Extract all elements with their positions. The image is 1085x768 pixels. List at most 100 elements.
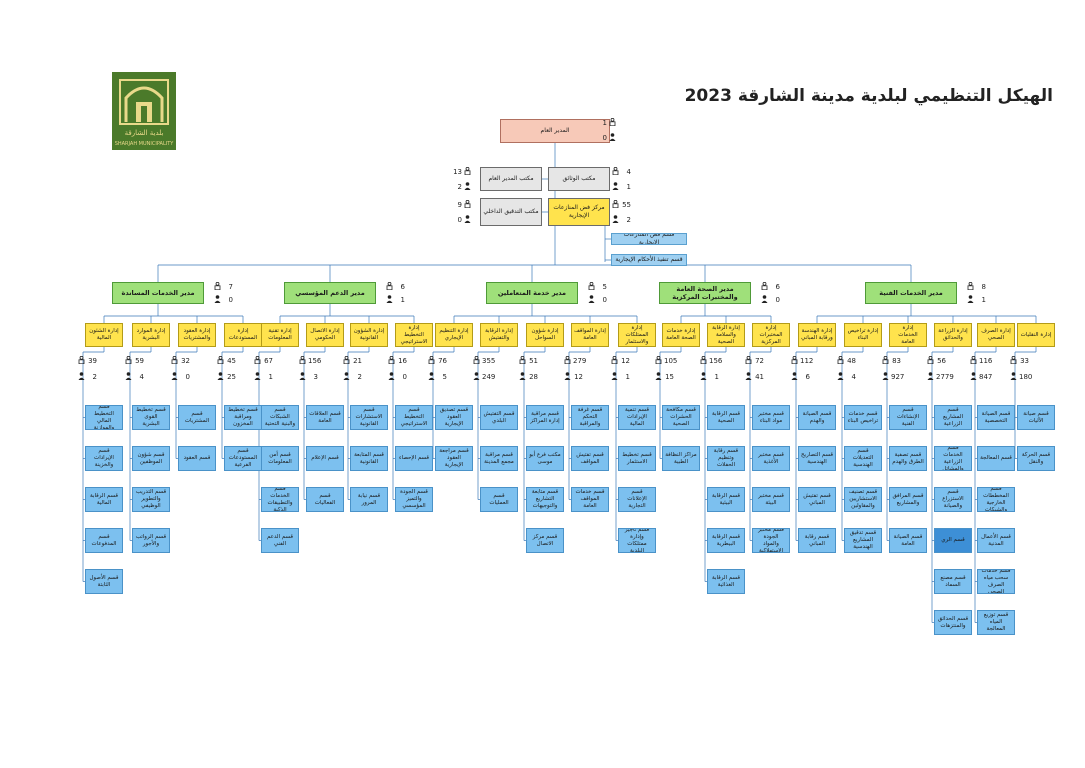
section-4-3-3[interactable]: قسم مختبر البيئة: [752, 487, 790, 512]
section-3-2-2[interactable]: قسم مراقبة مجمع المدينة: [480, 446, 518, 471]
section-2-1-1[interactable]: قسم الشبكات والبنية التحتية: [261, 405, 299, 430]
department-5-6[interactable]: إدارة النقليات: [1017, 323, 1055, 347]
section-2-2-3[interactable]: قسم الفعاليات: [306, 487, 344, 512]
section-4-3-2[interactable]: قسم مختبر الأغذية: [752, 446, 790, 471]
section-3-1-2[interactable]: قسم مراجعة العقود الإيجارية: [435, 446, 473, 471]
section-3-4-1[interactable]: قسم غرفة التحكم والمراقبة: [571, 405, 609, 430]
department-2-4[interactable]: إدارة التخطيط الاستراتيجي: [395, 323, 433, 347]
section-3-2-3[interactable]: قسم العمليات: [480, 487, 518, 512]
general-manager-box[interactable]: المدير العام: [500, 119, 610, 143]
section-4-2-3[interactable]: قسم الرقابة البيئية: [707, 487, 745, 512]
section-5-4-4[interactable]: قسم الري: [934, 528, 972, 553]
department-1-2[interactable]: إدارة الموارد البشرية: [132, 323, 170, 347]
section-5-2-1[interactable]: قسم خدمات تراخيص البناء: [844, 405, 882, 430]
rent-dispute-center[interactable]: مركز فض المنازعات الإيجارية: [548, 198, 610, 226]
department-2-3[interactable]: إدارة الشؤون القانونية: [350, 323, 388, 347]
section-5-5-3[interactable]: قسم المخططات الخارجية والشبكات: [977, 487, 1015, 512]
section-5-6-1[interactable]: قسم صيانة الآليات: [1017, 405, 1055, 430]
section-1-3-1[interactable]: قسم المشتريات: [178, 405, 216, 430]
section-5-1-2[interactable]: قسم التصاريح الهندسية: [798, 446, 836, 471]
section-5-1-3[interactable]: قسم تفتيش المباني: [798, 487, 836, 512]
department-3-4[interactable]: إدارة المواقف العامة: [571, 323, 609, 347]
section-5-4-1[interactable]: قسم المشاريع الزراعية: [934, 405, 972, 430]
department-3-2[interactable]: إدارة الرقابة والتفتيش: [480, 323, 518, 347]
section-1-1-3[interactable]: قسم الرقابة المالية: [85, 487, 123, 512]
section-3-5-2[interactable]: قسم تخطيط الاستثمار: [618, 446, 656, 471]
section-1-2-1[interactable]: قسم تخطيط القوى البشرية: [132, 405, 170, 430]
department-4-2[interactable]: إدارة الرقابة والسلامة الصحية: [707, 323, 745, 347]
section-4-3-1[interactable]: قسم مختبر مواد البناء: [752, 405, 790, 430]
section-2-3-1[interactable]: قسم الاستشارات القانونية: [350, 405, 388, 430]
department-5-5[interactable]: إدارة الصرف الصحي: [977, 323, 1015, 347]
section-1-1-1[interactable]: قسم التخطيط المالي والموازنة: [85, 405, 123, 430]
section-3-3-1[interactable]: قسم مراقبة إدارة المراكز: [526, 405, 564, 430]
section-4-1-1[interactable]: قسم مكافحة الحشرات الصحية: [662, 405, 700, 430]
manager-5[interactable]: مدير الخدمات الفنية: [865, 282, 957, 304]
section-1-1-4[interactable]: قسم المدفوعات: [85, 528, 123, 553]
office-documents[interactable]: مكتب الوثائق: [548, 167, 610, 191]
section-1-1-2[interactable]: قسم الإيرادات والخزينة: [85, 446, 123, 471]
section-2-1-2[interactable]: قسم أمن المعلومات: [261, 446, 299, 471]
section-2-2-1[interactable]: قسم العلاقات العامة: [306, 405, 344, 430]
section-3-4-3[interactable]: قسم خدمات المواقف العامة: [571, 487, 609, 512]
section-1-1-5[interactable]: قسم الأصول الثابتة: [85, 569, 123, 594]
section-5-4-5[interactable]: قسم مصنع السماد: [934, 569, 972, 594]
section-3-5-4[interactable]: قسم تأجير وإدارة ممتلكات البلدية: [618, 528, 656, 553]
section-3-5-3[interactable]: قسم الإعلانات التجارية: [618, 487, 656, 512]
department-5-3[interactable]: إدارة الخدمات العامة: [889, 323, 927, 347]
section-5-5-5[interactable]: قسم خدمات سحب مياه الصرف الصحي: [977, 569, 1015, 594]
section-2-2-2[interactable]: قسم الإعلام: [306, 446, 344, 471]
department-5-1[interactable]: إدارة الهندسة ورقابة المباني: [798, 323, 836, 347]
department-1-4[interactable]: إدارة المستودعات: [224, 323, 262, 347]
section-3-3-4[interactable]: قسم مركز الاتصال: [526, 528, 564, 553]
manager-1[interactable]: مدير الخدمات المساندة: [112, 282, 204, 304]
section-2-4-1[interactable]: قسم التخطيط الاستراتيجي: [395, 405, 433, 430]
section-5-3-1[interactable]: قسم الإنشاءات الفنية: [889, 405, 927, 430]
section-5-4-2[interactable]: قسم الخدمات الزراعية والمشاتل: [934, 446, 972, 471]
section-2-4-2[interactable]: قسم الإحصاء: [395, 446, 433, 471]
section-4-1-2[interactable]: مراكز النظافة الطبية: [662, 446, 700, 471]
rent-unit-2[interactable]: قسم تنفيذ الأحكام الإيجارية: [611, 254, 687, 266]
section-5-5-1[interactable]: قسم الصيانة التخصصية: [977, 405, 1015, 430]
section-2-3-2[interactable]: قسم المتابعة القانونية: [350, 446, 388, 471]
section-5-5-6[interactable]: قسم توزيع المياه المعالجة: [977, 610, 1015, 635]
department-1-3[interactable]: إدارة العقود والمشتريات: [178, 323, 216, 347]
section-2-4-3[interactable]: قسم الجودة والتميز المؤسسي: [395, 487, 433, 512]
department-5-4[interactable]: إدارة الزراعة والحدائق: [934, 323, 972, 347]
department-2-1[interactable]: إدارة تقنية المعلومات: [261, 323, 299, 347]
department-3-5[interactable]: إدارة الممتلكات والاستثمار: [618, 323, 656, 347]
section-5-5-2[interactable]: قسم المعالجة: [977, 446, 1015, 471]
manager-3[interactable]: مدير خدمة المتعاملين: [486, 282, 578, 304]
section-4-2-5[interactable]: قسم الرقابة الغذائية: [707, 569, 745, 594]
section-5-1-4[interactable]: قسم رقابة المباني: [798, 528, 836, 553]
section-2-1-4[interactable]: قسم الدعم الفني: [261, 528, 299, 553]
rent-unit-1[interactable]: قسم فض المنازعات الإيجارية: [611, 233, 687, 245]
section-5-6-2[interactable]: قسم الحركة والنقل: [1017, 446, 1055, 471]
section-3-5-1[interactable]: قسم تنمية الإيرادات المالية: [618, 405, 656, 430]
office-audit[interactable]: مكتب التدقيق الداخلي: [480, 198, 542, 226]
section-1-3-2[interactable]: قسم العقود: [178, 446, 216, 471]
section-1-2-2[interactable]: قسم شؤون الموظفين: [132, 446, 170, 471]
section-1-4-1[interactable]: قسم تخطيط ومراقبة المخزون: [224, 405, 262, 430]
section-5-2-4[interactable]: قسم تدقيق المشاريع الهندسية: [844, 528, 882, 553]
section-1-2-3[interactable]: قسم التدريب والتطوير الوظيفي: [132, 487, 170, 512]
section-3-4-2[interactable]: قسم تفتيش المواقف: [571, 446, 609, 471]
department-1-1[interactable]: إدارة الشئون المالية: [85, 323, 123, 347]
section-1-4-2[interactable]: قسم المستودعات الفرعية: [224, 446, 262, 471]
section-4-2-2[interactable]: قسم رقابة وتنظيم الحفلات: [707, 446, 745, 471]
department-4-3[interactable]: إدارة المختبرات المركزية: [752, 323, 790, 347]
section-3-3-3[interactable]: قسم متابعة التشاريع والتوجيهات: [526, 487, 564, 512]
section-5-2-3[interactable]: قسم تصنيف الاستشاريين والمقاولين: [844, 487, 882, 512]
section-3-3-2[interactable]: مكتب فرع أبو موسى: [526, 446, 564, 471]
section-3-1-1[interactable]: قسم تصديق العقود الإيجارية: [435, 405, 473, 430]
section-5-1-1[interactable]: قسم الصيانة والهدم: [798, 405, 836, 430]
department-3-3[interactable]: إدارة شؤون السواحل: [526, 323, 564, 347]
section-2-3-3[interactable]: قسم نيابة المرور: [350, 487, 388, 512]
department-4-1[interactable]: إدارة خدمات الصحة العامة: [662, 323, 700, 347]
office-gm[interactable]: مكتب المدير العام: [480, 167, 542, 191]
department-2-2[interactable]: إدارة الاتصال الحكومي: [306, 323, 344, 347]
section-5-2-2[interactable]: قسم التعديلات الهندسية: [844, 446, 882, 471]
manager-4[interactable]: مدير الصحة العامة والمختبرات المركزية: [659, 282, 751, 304]
section-3-2-1[interactable]: قسم التفتيش البلدي: [480, 405, 518, 430]
manager-2[interactable]: مدير الدعم المؤسسي: [284, 282, 376, 304]
